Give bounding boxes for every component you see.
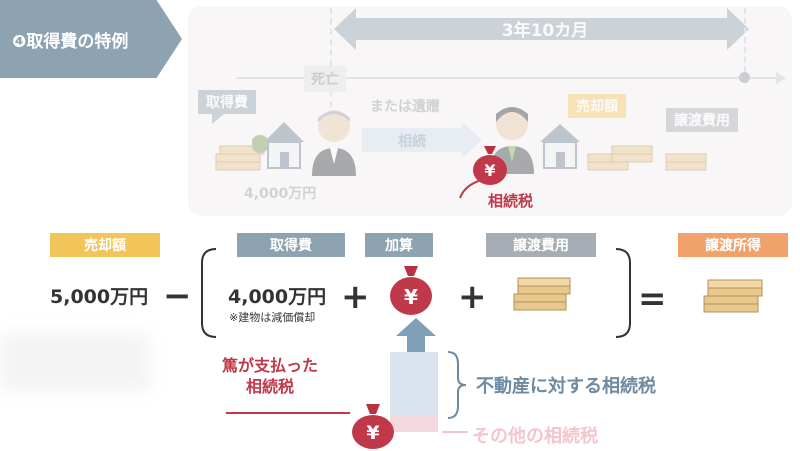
other-tax-connector — [442, 431, 468, 433]
paid-tax-line-2: 相続税 — [246, 377, 295, 396]
timeline-inheritance-tax-label: 相続税 — [488, 192, 534, 210]
blurred-background-area — [0, 332, 150, 392]
plus-operator-1: + — [341, 277, 370, 317]
right-bracket — [615, 248, 631, 338]
timeline-axis — [236, 77, 776, 79]
timeline-acquisition-cost-tag: 取得費 — [198, 90, 256, 124]
title-banner — [0, 0, 182, 78]
left-bracket — [201, 248, 217, 338]
inherited-house-icon — [540, 124, 580, 169]
page-title: ❹取得費の特例 — [12, 32, 129, 52]
timeline-transfer-cost-tag: 譲渡費用 — [666, 108, 738, 132]
elderly-man-icon — [312, 110, 356, 176]
timeline-acquisition-amount: 4,000万円 — [244, 186, 317, 202]
sale-point-marker — [739, 72, 750, 83]
or-bequest-label: または遺贈 — [370, 99, 440, 115]
acquisition-cost-value: 4,000万円 — [228, 286, 327, 308]
sale-amount-tag: 売却額 — [50, 233, 160, 257]
duration-label: 3年10カ月 — [501, 21, 589, 41]
death-divider — [330, 8, 332, 128]
plus-operator-2: + — [458, 277, 487, 317]
paid-tax-yen-symbol: ¥ — [366, 422, 379, 444]
transfer-cost-cash-icon — [665, 153, 707, 171]
real-estate-tax-bar — [390, 352, 438, 416]
moneybag-yen-icon: ¥ — [352, 404, 394, 449]
other-tax-bar — [390, 416, 438, 432]
other-tax-label: その他の相続税 — [472, 426, 598, 447]
paid-tax-caption: 篤が支払った 相続税 — [222, 355, 318, 397]
svg-text:¥: ¥ — [484, 161, 495, 180]
real-estate-tax-label: 不動産に対する相続税 — [476, 376, 656, 397]
tax-pointer-line — [459, 176, 492, 199]
transfer-cost-tag: 譲渡費用 — [486, 233, 596, 257]
addition-tag: 加算 — [365, 233, 433, 257]
building-depreciation-note: ※建物は減価償却 — [229, 311, 316, 324]
real-estate-tax-bracket — [447, 351, 467, 419]
duration-arrow — [334, 8, 749, 50]
death-label: 死亡 — [304, 66, 346, 92]
house-icon — [252, 122, 304, 169]
equals-operator: = — [638, 279, 667, 319]
inheritance-arrow — [362, 122, 482, 158]
transfer-income-tag: 譲渡所得 — [678, 233, 788, 257]
minus-operator: − — [163, 276, 192, 316]
paid-tax-line-1: 篤が支払った — [222, 356, 319, 375]
transfer-cost-cash-icon — [513, 277, 571, 311]
moneybag-yen-symbol: ¥ — [404, 285, 418, 309]
sale-cash-icon — [587, 145, 653, 171]
cash-stack-icon — [215, 145, 265, 171]
moneybag-yen-icon: ¥ — [390, 266, 432, 315]
up-arrow-icon — [396, 318, 436, 354]
inheritance-label: 相続 — [398, 134, 426, 150]
transfer-income-cash-icon — [703, 279, 763, 313]
sale-amount-value: 5,000万円 — [50, 286, 149, 308]
sale-divider — [744, 8, 746, 82]
paid-tax-pointer-line — [226, 412, 350, 414]
acquisition-cost-tag: 取得費 — [237, 233, 345, 257]
moneybag-yen-icon: ¥ — [473, 146, 507, 185]
timeline-axis-arrowhead — [776, 72, 786, 84]
timeline-sale-amount-tag: 売却額 — [568, 94, 626, 118]
